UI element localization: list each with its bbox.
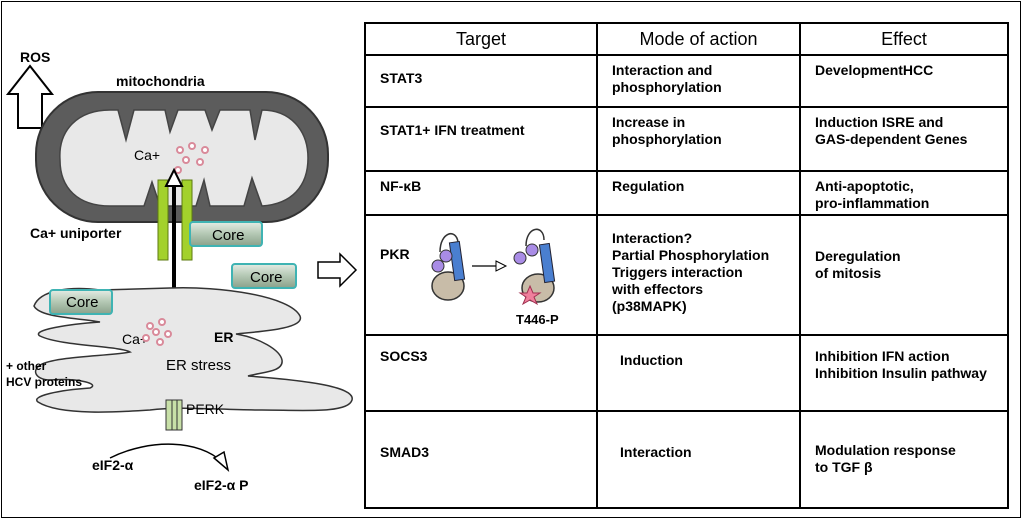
core-label-3: Core xyxy=(66,294,99,311)
mitochondria-label: mitochondria xyxy=(116,73,205,89)
uniporter-label: Ca+ uniporter xyxy=(30,225,122,241)
table-row: STAT1+ IFN treatment Increase in phospho… xyxy=(364,106,1009,172)
table-header-row: Target Mode of action Effect xyxy=(364,22,1009,56)
row-target: SMAD3 xyxy=(364,410,598,509)
eif2a-label: eIF2-α xyxy=(92,457,134,473)
core-label-2: Core xyxy=(250,269,283,286)
core-box-1 xyxy=(189,221,263,247)
header-effect: Effect xyxy=(799,22,1009,56)
calcium-transport-arrowhead xyxy=(164,167,184,187)
header-mode: Mode of action xyxy=(596,22,801,56)
row-target: STAT3 xyxy=(364,54,598,108)
table-row: NF-κB Regulation Anti-apoptotic,pro-infl… xyxy=(364,170,1009,216)
row-effect: Deregulation of mitosis xyxy=(799,214,1009,336)
row-target: STAT1+ IFN treatment xyxy=(364,106,598,172)
perk-label: PERK xyxy=(186,401,225,417)
phosphorylation-arrowhead xyxy=(212,450,230,473)
row-target: SOCS3 xyxy=(364,334,598,412)
calcium-dots-er xyxy=(142,318,172,346)
core-box-3 xyxy=(49,289,113,315)
row-mode: Increase in phosphorylation xyxy=(596,106,801,172)
ros-arrow xyxy=(5,64,55,129)
uniporter-channel-right xyxy=(181,179,193,261)
pkr-site-label: T446-P xyxy=(516,312,559,327)
phosphorylation-arrow xyxy=(109,443,223,463)
pkr-schematic: T446-P xyxy=(431,228,559,327)
core-box-2 xyxy=(231,263,297,289)
ca-mitochondria-label: Ca+ xyxy=(134,147,160,163)
er-stress-label: ER stress xyxy=(166,357,231,374)
phospho-star-icon xyxy=(518,284,542,306)
row-mode: Interaction xyxy=(596,410,801,509)
ca-er-label: Ca+ xyxy=(122,331,148,347)
uniporter-channel-left xyxy=(157,179,169,261)
mechanism-diagram: ROS mitochondria Ca+ Ca+ uniporter Core … xyxy=(5,49,358,493)
core-label-1: Core xyxy=(212,227,245,244)
er-label: ER xyxy=(214,329,233,345)
row-mode: Interaction? Partial Phosphorylation Tri… xyxy=(596,214,801,336)
header-target: Target xyxy=(364,22,598,56)
pkr-arrow xyxy=(472,260,508,272)
other-proteins-line2: HCV proteins xyxy=(6,375,82,389)
hcv-core-targets-table: Target Mode of action Effect STAT3 Inter… xyxy=(364,22,1009,509)
row-target: NF-κB xyxy=(364,170,598,216)
pointer-arrow xyxy=(317,252,358,288)
ros-label: ROS xyxy=(20,49,50,65)
pkr-molecule-unphosphorylated xyxy=(431,232,466,301)
row-target: PKR xyxy=(364,214,598,336)
other-proteins-line1: + other xyxy=(6,359,47,373)
row-mode: Regulation xyxy=(596,170,801,216)
eif2ap-label: eIF2-α P xyxy=(194,477,249,493)
row-effect: Anti-apoptotic,pro-inflammation xyxy=(799,170,1009,216)
row-effect: DevelopmentHCC xyxy=(799,54,1009,108)
perk-channel xyxy=(165,399,183,431)
pkr-molecule-phosphorylated xyxy=(513,228,556,306)
calcium-dots-mito xyxy=(174,142,209,174)
table-row: PKR xyxy=(364,214,1009,336)
row-mode: Induction xyxy=(596,334,801,412)
